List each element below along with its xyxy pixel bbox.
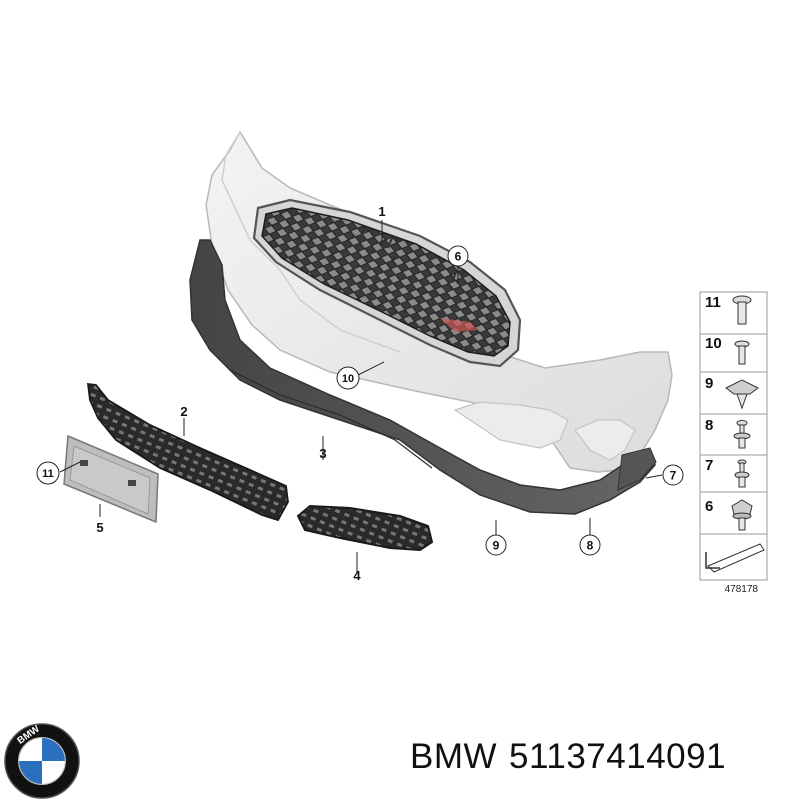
- fastener-legend: 11 10 9 8: [699, 291, 768, 595]
- svg-text:10: 10: [705, 335, 722, 352]
- callout-10: 10: [336, 366, 360, 390]
- legend-row-8: 8: [705, 417, 751, 449]
- expansion-rivet-icon: [733, 420, 751, 449]
- svg-text:2: 2: [180, 404, 187, 419]
- svg-text:5: 5: [96, 520, 103, 535]
- svg-text:4: 4: [353, 568, 361, 583]
- bmw-roundel-icon: BMW: [4, 723, 80, 799]
- callout-3: 3: [319, 446, 326, 461]
- callout-8: 8: [579, 534, 601, 556]
- legend-row-9: 9: [705, 375, 759, 410]
- svg-text:7: 7: [670, 469, 677, 483]
- lower-spoiler: [189, 239, 657, 515]
- svg-text:9: 9: [705, 375, 713, 392]
- lower-grille: [86, 382, 289, 522]
- callout-11: 11: [36, 461, 60, 485]
- legend-row-7: 7: [705, 457, 750, 488]
- callout-9: 9: [485, 534, 507, 556]
- callout-4: 4: [353, 568, 361, 583]
- svg-text:10: 10: [342, 373, 354, 385]
- callout-7: 7: [662, 464, 684, 486]
- part-number: 51137414091: [509, 737, 727, 776]
- callout-2: 2: [180, 404, 187, 419]
- part-caption: BMW 51137414091: [410, 737, 738, 777]
- svg-text:11: 11: [42, 468, 54, 480]
- svg-text:1: 1: [378, 204, 385, 219]
- legend-arrow-row: [705, 543, 765, 573]
- diagram-reference-number: 478178: [725, 584, 759, 595]
- brand-name: BMW: [410, 737, 498, 776]
- arrow-icon: [705, 543, 765, 573]
- torx-screw-icon: [732, 295, 752, 325]
- callout-5: 5: [96, 520, 103, 535]
- svg-text:6: 6: [455, 250, 462, 264]
- svg-text:3: 3: [319, 446, 326, 461]
- legend-row-10: 10: [705, 335, 750, 365]
- clip-nut-icon: [725, 379, 759, 410]
- screw-icon: [734, 340, 750, 365]
- license-plate-bracket: [63, 434, 159, 524]
- svg-text:8: 8: [587, 539, 594, 553]
- bolt-with-washer-icon: [731, 499, 753, 531]
- callout-1: 1: [378, 204, 385, 219]
- legend-row-6: 6: [705, 498, 753, 531]
- leader-lines: [59, 220, 663, 572]
- svg-text:8: 8: [705, 417, 713, 434]
- legend-row-11: 11: [705, 294, 752, 325]
- svg-text:11: 11: [705, 294, 721, 311]
- callout-6: 6: [447, 245, 469, 267]
- pin-icon: [734, 459, 750, 488]
- svg-text:9: 9: [493, 539, 500, 553]
- svg-text:7: 7: [705, 457, 713, 474]
- svg-text:6: 6: [705, 498, 713, 515]
- side-grille: [296, 504, 434, 552]
